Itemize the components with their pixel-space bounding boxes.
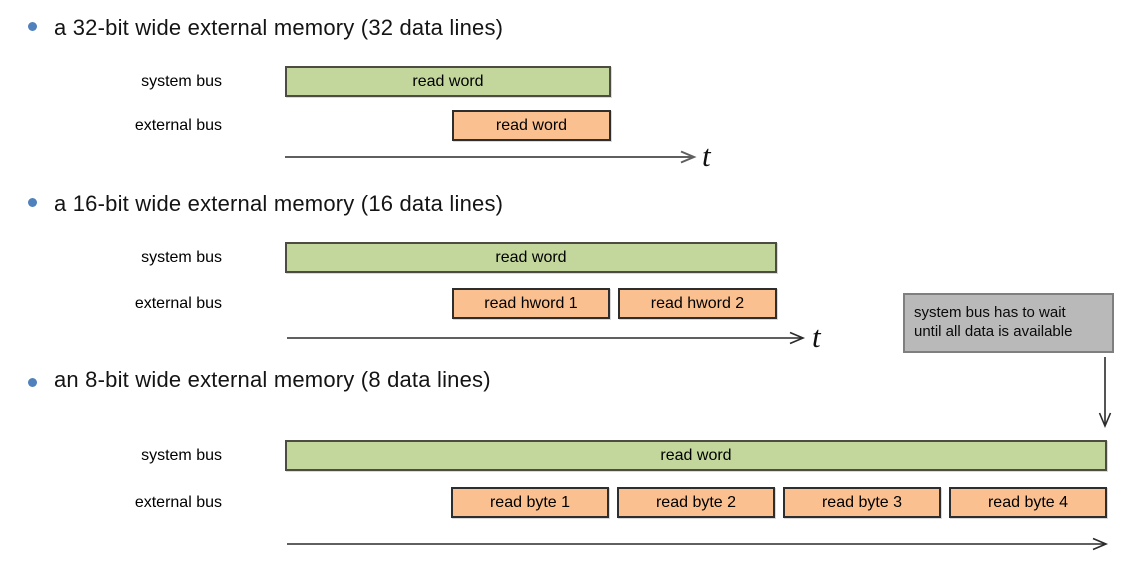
external-bus-label: external bus: [134, 494, 222, 511]
external-bus-bar: read word: [452, 110, 611, 141]
external-bus-bar-label: read byte 4: [987, 493, 1069, 511]
system-bus-label: system bus: [141, 447, 222, 464]
note-line-1: system bus has to wait: [914, 304, 1066, 321]
system-bus-bar-label: read word: [495, 248, 567, 266]
external-bus-bar: read hword 1: [452, 288, 610, 319]
bullet-icon: [28, 378, 37, 387]
section-title-16bit: a 16-bit wide external memory (16 data l…: [54, 191, 504, 216]
external-bus-bar-label: read hword 2: [650, 294, 745, 312]
time-axis-arrow: [287, 537, 1109, 551]
external-bus-bar-label: read byte 3: [821, 493, 903, 511]
system-bus-label: system bus: [141, 249, 222, 266]
external-bus-bar: read hword 2: [618, 288, 777, 319]
external-bus-label: external bus: [134, 295, 222, 312]
system-bus-bar: read word: [285, 242, 777, 273]
external-bus-bar-label: read word: [495, 116, 568, 134]
note-pointer-arrow: [1098, 357, 1112, 429]
external-bus-label: external bus: [134, 117, 222, 134]
external-bus-bar: read byte 4: [949, 487, 1107, 518]
system-bus-bar-label: read word: [412, 72, 484, 90]
external-bus-bar: read byte 1: [451, 487, 609, 518]
system-bus-bar-label: read word: [660, 446, 732, 464]
section-title-32bit: a 32-bit wide external memory (32 data l…: [54, 15, 504, 40]
note-line-2: until all data is available: [914, 323, 1073, 340]
time-axis-label: t: [702, 138, 711, 173]
time-axis-arrow: [287, 331, 806, 345]
time-axis-label: t: [812, 319, 821, 354]
external-bus-bar-label: read hword 1: [484, 294, 578, 312]
external-bus-bar: read byte 3: [783, 487, 941, 518]
external-bus-bar-label: read byte 1: [489, 493, 571, 511]
system-bus-bar: read word: [285, 440, 1107, 471]
section-title-8bit: an 8-bit wide external memory (8 data li…: [54, 367, 491, 392]
bullet-icon: [28, 22, 37, 31]
note-box: system bus has to wait until all data is…: [903, 293, 1114, 353]
external-bus-bar-label: read byte 2: [655, 493, 737, 511]
external-bus-bar: read byte 2: [617, 487, 775, 518]
time-axis-arrow: [285, 150, 697, 164]
bullet-icon: [28, 198, 37, 207]
system-bus-label: system bus: [141, 73, 222, 90]
system-bus-bar: read word: [285, 66, 611, 97]
